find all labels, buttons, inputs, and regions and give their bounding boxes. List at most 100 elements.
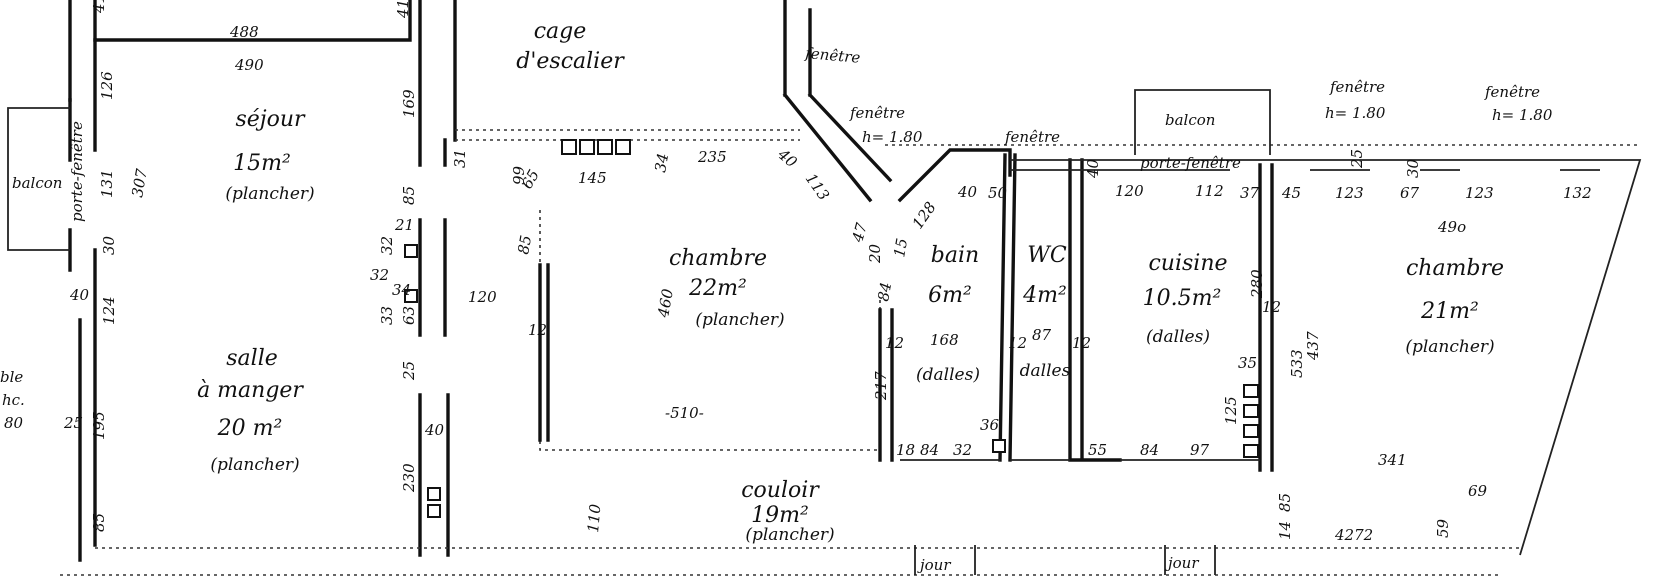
dim: 112 [1195, 182, 1224, 200]
dim: 120 [468, 288, 497, 306]
chambre2-floor: (plancher) [1405, 337, 1494, 357]
sejour-floor: (plancher) [225, 184, 314, 204]
balcon-left-label: balcon [12, 174, 62, 192]
dim: 230 [400, 463, 418, 493]
salle-floor: (plancher) [210, 455, 299, 475]
left-balcony [7, 107, 70, 251]
couloir-name: couloir [741, 478, 820, 503]
couloir-floor: (plancher) [745, 525, 834, 545]
dim: 25 [1348, 149, 1366, 169]
fenetre-stair-label: fenêtre [804, 44, 862, 67]
wall-chambre1-left [538, 263, 550, 442]
dim: 123 [1465, 184, 1494, 202]
dim: 85 [1276, 493, 1294, 512]
salle-line2: à manger [197, 378, 304, 403]
h1-label: h= 1.80 [862, 128, 923, 146]
chambre2-area: 21m² [1420, 299, 1479, 324]
dim: 49o [1437, 218, 1466, 236]
wall-sejour-right [418, 0, 447, 337]
dim: 12 [528, 321, 547, 339]
dim: 32 [953, 441, 972, 459]
duct-box [404, 289, 418, 303]
dim: 69 [1468, 482, 1488, 500]
wc-name: WC [1027, 243, 1067, 268]
duct-box [427, 487, 441, 501]
dim: 25 [400, 361, 418, 381]
h2-label: h= 1.80 [1325, 104, 1386, 122]
dim: -510- [665, 404, 704, 422]
wall-chambre2-left [1258, 163, 1274, 472]
duct-box [992, 439, 1006, 453]
dim: 490 [234, 56, 264, 74]
dim: 84 [1140, 441, 1159, 459]
fenetre-bain-label: fenêtre [1004, 128, 1060, 146]
duct-box [1243, 404, 1259, 418]
fenetre-h2-label: fenêtre [1329, 78, 1385, 96]
balcon-top-label: balcon [1165, 111, 1215, 129]
dim: 37 [1240, 184, 1260, 202]
dim: 14 [1276, 521, 1294, 540]
sejour-name: séjour [235, 107, 306, 132]
dim: 128 [909, 199, 940, 233]
wall-stair [782, 0, 893, 203]
dim: 30 [1404, 158, 1422, 178]
sejour-area: 15m² [233, 151, 291, 176]
dim: 217 [872, 371, 890, 401]
dim: 21 [394, 216, 414, 234]
dim: 40 [957, 183, 978, 201]
cage-label-1: cage [534, 19, 587, 44]
dim: 33 [378, 306, 396, 325]
dim: 132 [1563, 184, 1592, 202]
cuisine-floor: (dalles) [1146, 327, 1210, 347]
top-exterior-dashed [455, 129, 1640, 146]
dim: 41 [90, 0, 108, 14]
fenetre-h1-label: fenêtre [849, 104, 905, 122]
dim: 168 [930, 331, 959, 349]
notes: balcon porte-fenêtre balcon porte-fenêtr… [0, 44, 1553, 574]
dim: 32 [370, 266, 389, 284]
dim: 30 [100, 235, 118, 255]
duct-box [597, 139, 613, 155]
wall-chambre1-right [878, 308, 894, 462]
dim: 120 [1115, 182, 1144, 200]
duct-box [1243, 384, 1259, 398]
wall-bain [897, 148, 1017, 462]
dim: 488 [229, 23, 259, 41]
dim: 84 [920, 441, 939, 459]
dim: 20 [866, 243, 884, 264]
bain-name: bain [931, 243, 979, 268]
fenetre-h3-label: fenêtre [1484, 83, 1540, 101]
dim: 25 [63, 414, 83, 432]
dim: 12 [1262, 298, 1281, 316]
bottom-exterior [60, 547, 1520, 576]
chambre2-name: chambre [1406, 256, 1504, 281]
dim: 169 [400, 89, 418, 118]
wall-salle-right [418, 393, 450, 557]
cut-text-3: 80 [4, 414, 24, 432]
jour1-label: jour [917, 556, 951, 574]
dim: 280 [1248, 269, 1266, 299]
porte-fenetre-left-label: porte-fenêtre [68, 121, 86, 222]
dim: 12 [885, 334, 904, 352]
duct-box [1243, 424, 1259, 438]
jour2-label: jour [1165, 554, 1199, 572]
duct-boxes [404, 139, 1259, 518]
dim: 533 [1288, 349, 1306, 378]
dim: 123 [1335, 184, 1364, 202]
dim: 40 [1084, 158, 1102, 179]
dim: 131 [98, 169, 116, 198]
walls [7, 0, 1642, 576]
salle-line1: salle [226, 346, 278, 371]
wall-top-left [68, 0, 457, 142]
dim: 59 [1434, 518, 1452, 538]
dim: 85 [90, 513, 108, 532]
top-balcony [1134, 89, 1271, 155]
dim: 126 [98, 71, 116, 100]
dim: 12 [1072, 334, 1091, 352]
dim: 145 [578, 169, 607, 187]
dim: 460 [654, 287, 677, 320]
dim: 50 [988, 184, 1008, 202]
dim: 97 [1190, 441, 1210, 459]
porte-fenetre-top-label: porte-fenêtre [1140, 154, 1241, 172]
